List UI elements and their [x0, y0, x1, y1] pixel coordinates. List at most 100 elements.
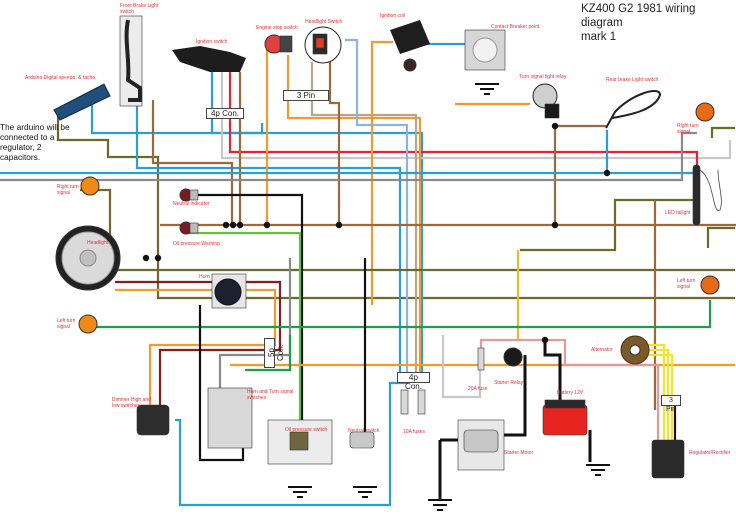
wire-oil-green	[188, 231, 302, 440]
wire-engine-stop-orange	[286, 55, 422, 372]
wire-alt-yellow-3	[648, 353, 674, 440]
label-neutral-switch: Neutral switch	[348, 428, 380, 434]
neutral-indicator-body	[189, 189, 199, 201]
wire-left-turn-rear-ground	[706, 226, 735, 248]
oil-pressure-switch	[289, 431, 309, 451]
label-arduino: Arduino Digital speedo. & tacho.	[25, 75, 97, 81]
wire-battery-black	[543, 340, 562, 410]
label-horn-turn-switches: Horn and Turn signal switches	[247, 389, 294, 401]
junction-dot	[236, 221, 244, 229]
label-right-turn-front: Right turn signal	[57, 184, 79, 196]
wire-left-turn-green	[95, 300, 712, 329]
label-regulator: Regulator/Rectifier	[689, 450, 731, 456]
wire-coil-contact	[420, 42, 472, 60]
wire-battery-pink	[545, 338, 660, 440]
label-front-brake: Front Brake Light switch	[120, 3, 159, 15]
junction-dot	[222, 221, 230, 229]
label-right-turn-rear: Right turn signal	[677, 123, 699, 135]
label-fuse-10a: 10A fuses	[403, 429, 425, 435]
ignition-coil	[390, 20, 430, 54]
junctions	[142, 122, 611, 344]
headlight-switch-button	[315, 37, 325, 49]
label-starter-motor: Starter Motor	[504, 450, 534, 456]
label-ignition-switch: Ignition switch	[196, 39, 228, 45]
label-headlight-switch: Headlight Switch	[305, 19, 343, 25]
left-turn-signal-rear	[700, 275, 720, 295]
label-horn: Horn	[199, 274, 210, 280]
turn-relay-base	[544, 103, 560, 119]
wire-right-turn-rear-ground	[710, 126, 735, 138]
label-dimmer: Dimmer High and low switches	[112, 397, 151, 409]
engine-stop-housing	[279, 35, 293, 53]
junction-dot	[263, 221, 271, 229]
wire-dimmer-blue	[175, 381, 408, 507]
ground-neutral-switch	[353, 486, 377, 498]
rear-brake-switch	[605, 90, 662, 129]
label-battery: Battery 12V	[557, 390, 584, 396]
neutral-switch	[349, 431, 375, 449]
wire-alt-yellow-2	[648, 348, 670, 440]
junction-dot	[154, 254, 162, 262]
connector-4p-bottom: 4p Con.	[397, 372, 430, 391]
wire-switch-green	[245, 335, 292, 372]
junction-dot	[335, 221, 343, 229]
connector-4p-top: 4p Con.	[206, 108, 244, 119]
wire-front-brake-blue	[135, 100, 402, 372]
label-alternator: Alternator	[591, 347, 613, 353]
wire-arduino-blue	[90, 102, 264, 135]
horn-turn-switches-photo	[207, 387, 253, 449]
headlight-bulb	[79, 249, 97, 267]
regulator-rectifier	[651, 439, 685, 479]
spark-plug-cap	[403, 58, 417, 72]
label-left-turn-front: Left turn signal	[57, 318, 76, 330]
fuse-20a	[477, 347, 485, 371]
label-oil-switch: Oil pressure switch	[285, 427, 328, 433]
wire-ignition-blue	[210, 72, 424, 372]
label-contact-breaker: Contact Breaker point	[491, 24, 540, 30]
junction-dot	[603, 169, 611, 177]
ground-contact-breaker	[475, 83, 499, 95]
ground-oil-switch	[288, 486, 312, 498]
label-engine-stop: Engine stop switch	[256, 25, 298, 31]
wire-fuse-lightgray	[441, 335, 482, 399]
connector-5p: 5p Con.	[264, 338, 285, 368]
junction-dot	[229, 221, 237, 229]
label-neutral-indicator: Neutral indicator	[173, 201, 210, 207]
wire-relay-black	[495, 355, 527, 437]
connector-3pin-top: 3 Pin	[283, 90, 329, 101]
junction-dot	[541, 336, 549, 344]
right-turn-signal-rear	[695, 102, 715, 122]
dimmer-switch	[136, 404, 170, 436]
label-starter-relay: Starter Relay	[494, 380, 524, 386]
horn	[214, 278, 242, 306]
led-taillight	[692, 164, 701, 226]
battery-12v	[542, 404, 588, 436]
starter-relay	[503, 347, 523, 367]
label-oil-warning: Oil pressure Warning	[173, 241, 220, 247]
ignition-switch	[172, 46, 246, 72]
starter-motor	[463, 429, 499, 453]
label-turn-relay: Turn signal light relay	[519, 74, 567, 80]
wire-headlight-lightblue	[345, 38, 409, 372]
wire-horn-gray	[218, 258, 292, 400]
connector-3pin-right: 3 Pin	[661, 395, 681, 413]
led-taillight-wire	[699, 169, 722, 211]
label-headlight: Headlight	[87, 240, 109, 246]
headlight-switch-ring	[304, 26, 342, 64]
ground-starter	[428, 499, 452, 511]
parts	[53, 15, 722, 511]
left-turn-signal-front	[78, 314, 98, 334]
label-led-taillight: LED tailight	[665, 210, 691, 216]
wire-neutral-black	[188, 193, 304, 440]
wire-alt-yellow-1	[648, 343, 666, 440]
wire-headlight-tan	[310, 62, 418, 372]
junction-dot	[551, 221, 559, 229]
oil-warning-body	[189, 222, 199, 234]
label-ignition-coil: Ignition coil	[380, 13, 406, 19]
wire-arduino-olive	[56, 108, 735, 300]
arduino-board	[53, 83, 111, 121]
front-brake-lever	[124, 19, 142, 102]
junction-dot	[551, 122, 559, 130]
ground-battery	[586, 464, 610, 476]
